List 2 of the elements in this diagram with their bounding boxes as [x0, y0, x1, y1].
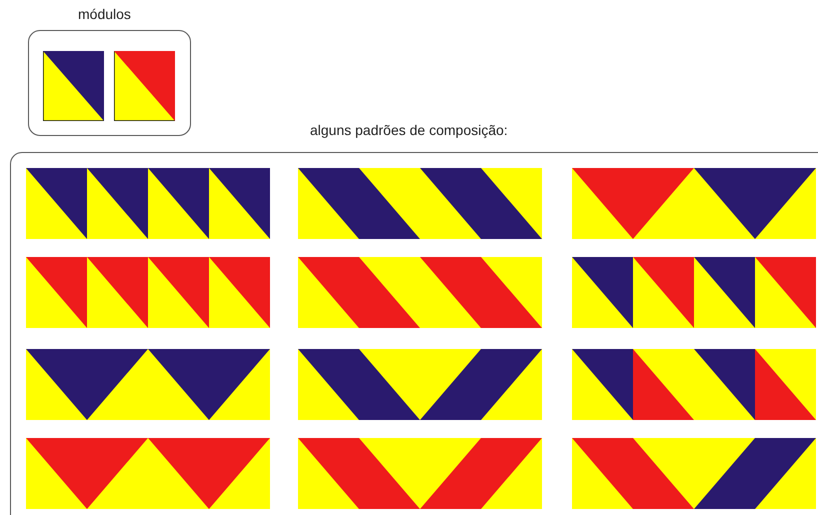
panel-title: alguns padrões de composição:: [310, 122, 508, 138]
panel-title: módulos: [78, 6, 131, 22]
